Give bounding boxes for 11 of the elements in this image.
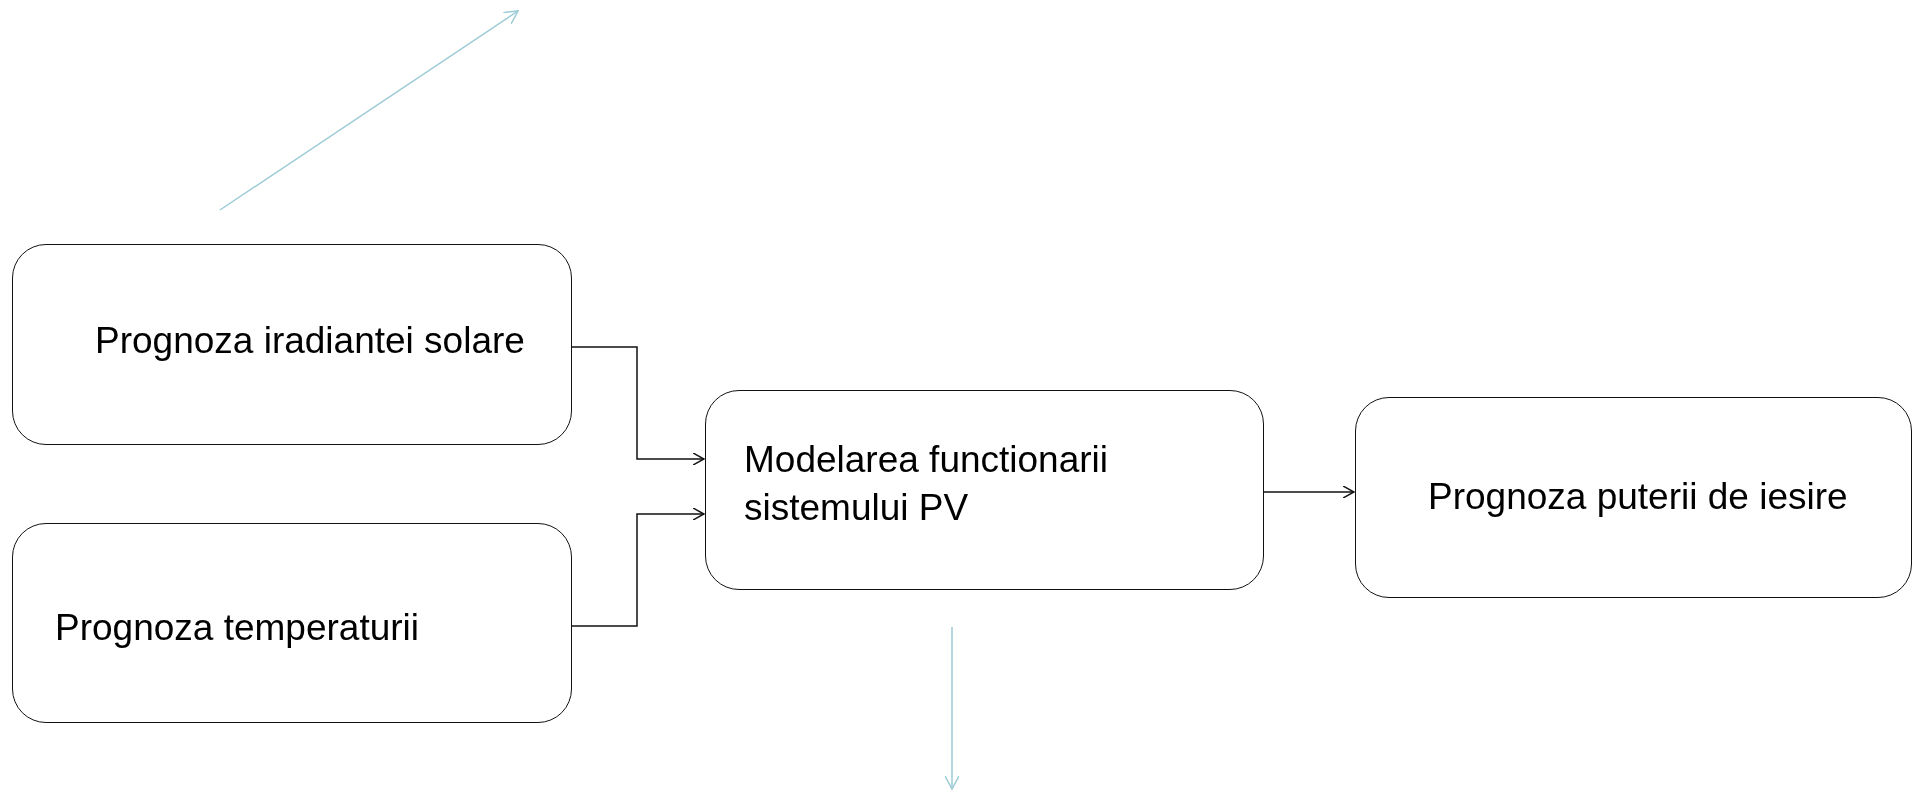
process-box — [12, 244, 572, 445]
arrow — [571, 346, 705, 466]
arrow — [1263, 485, 1355, 499]
box-label: Prognoza puterii de iesire — [1428, 475, 1848, 520]
process-box — [705, 390, 1264, 590]
arrow — [571, 507, 705, 627]
process-box — [1355, 397, 1912, 598]
process-box — [12, 523, 572, 723]
box-label: Prognoza iradiantei solare — [95, 319, 525, 364]
box-label: Prognoza temperaturii — [55, 605, 420, 650]
box-label: Modelarea functionarii sistemului PV — [744, 437, 1110, 530]
